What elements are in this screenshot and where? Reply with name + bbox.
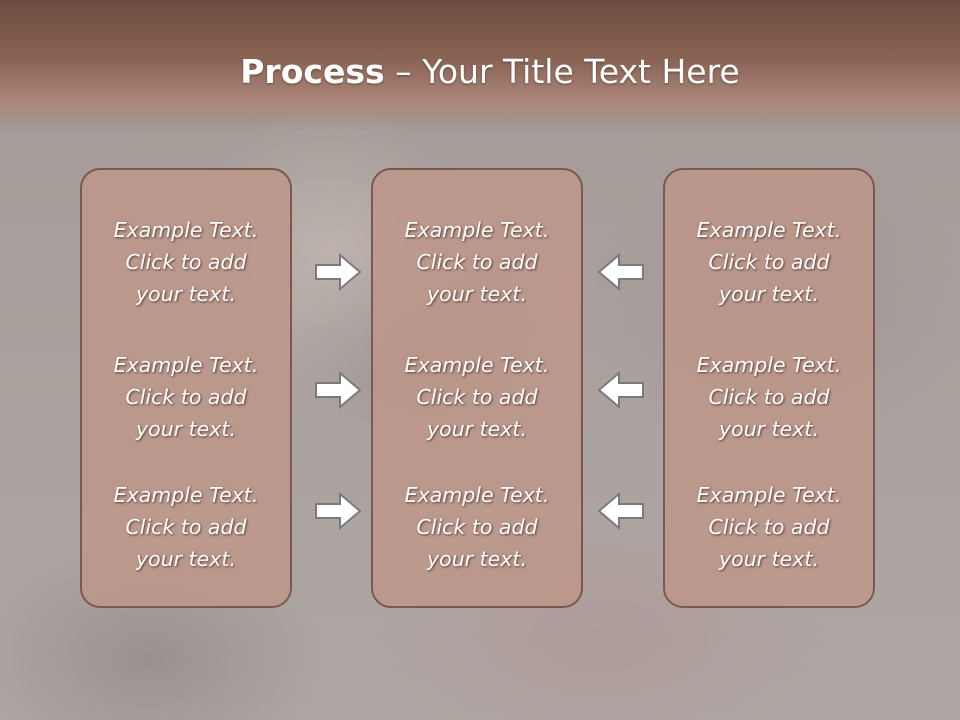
text-block[interactable]: Example Text. Click to add your text. [665, 349, 873, 445]
left-arrow-icon [597, 370, 644, 410]
text-line: your text. [136, 282, 236, 306]
text-line: Example Text. [696, 483, 842, 507]
text-block[interactable]: Example Text. Click to add your text. [373, 479, 581, 575]
text-block[interactable]: Example Text. Click to add your text. [373, 214, 581, 310]
text-block[interactable]: Example Text. Click to add your text. [82, 214, 290, 310]
text-line: Click to add [708, 250, 830, 274]
text-line: your text. [719, 282, 819, 306]
text-line: Click to add [125, 385, 247, 409]
text-line: Example Text. [113, 218, 259, 242]
text-line: your text. [136, 417, 236, 441]
right-arrow-icon [315, 370, 362, 410]
right-arrow-icon [315, 491, 362, 531]
text-block[interactable]: Example Text. Click to add your text. [82, 349, 290, 445]
text-line: your text. [427, 417, 527, 441]
left-arrow-icon [597, 491, 644, 531]
text-line: Example Text. [113, 353, 259, 377]
text-line: Example Text. [404, 353, 550, 377]
text-line: your text. [136, 547, 236, 571]
text-line: your text. [427, 547, 527, 571]
title-bold-part: Process [240, 52, 385, 91]
text-line: Click to add [125, 250, 247, 274]
text-line: Click to add [708, 515, 830, 539]
text-line: Example Text. [404, 483, 550, 507]
text-line: Example Text. [404, 218, 550, 242]
text-panel-center[interactable]: Example Text. Click to add your text. Ex… [371, 168, 583, 608]
title-banner [0, 0, 960, 132]
text-line: Click to add [708, 385, 830, 409]
text-line: your text. [719, 547, 819, 571]
text-line: Click to add [416, 385, 538, 409]
text-line: your text. [427, 282, 527, 306]
right-arrow-icon [315, 252, 362, 292]
text-line: Example Text. [696, 353, 842, 377]
title-rest-part: – Your Title Text Here [384, 52, 740, 91]
text-line: Example Text. [113, 483, 259, 507]
text-panel-right[interactable]: Example Text. Click to add your text. Ex… [663, 168, 875, 608]
text-line: your text. [719, 417, 819, 441]
text-block[interactable]: Example Text. Click to add your text. [665, 479, 873, 575]
text-line: Click to add [416, 250, 538, 274]
text-block[interactable]: Example Text. Click to add your text. [665, 214, 873, 310]
text-line: Example Text. [696, 218, 842, 242]
text-block[interactable]: Example Text. Click to add your text. [373, 349, 581, 445]
text-line: Click to add [416, 515, 538, 539]
left-arrow-icon [597, 252, 644, 292]
text-block[interactable]: Example Text. Click to add your text. [82, 479, 290, 575]
text-line: Click to add [125, 515, 247, 539]
text-panel-left[interactable]: Example Text. Click to add your text. Ex… [80, 168, 292, 608]
slide-title[interactable]: Process – Your Title Text Here [0, 52, 960, 91]
